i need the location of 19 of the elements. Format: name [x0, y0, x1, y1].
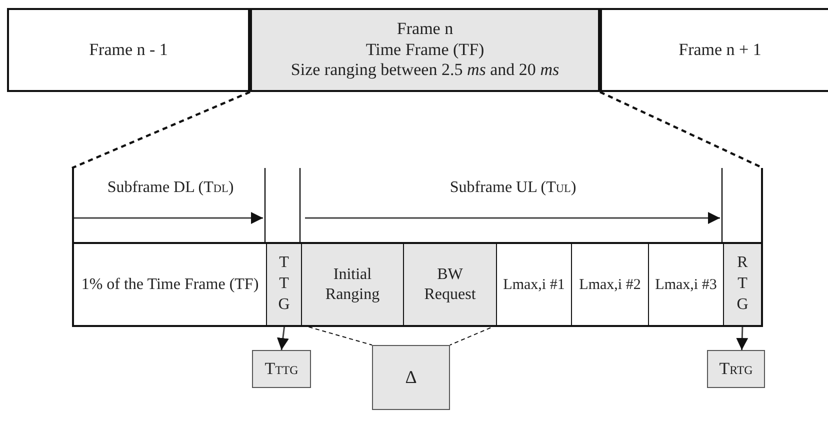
slot-cell: Lmax,i #3	[649, 242, 724, 325]
arrow	[736, 324, 748, 350]
gap-cell: T T G	[267, 242, 302, 325]
slot-cell: BW Request	[404, 242, 497, 325]
frame-size-note: Size ranging between 2.5 ms and 20 ms	[290, 60, 560, 81]
slot-cell: Lmax,i #2	[572, 242, 649, 325]
slot-cell: 1% of the Time Frame (TF)	[74, 242, 267, 325]
frame-cell: Frame n - 1	[7, 8, 250, 92]
slot-cell: Lmax,i #1	[497, 242, 572, 325]
frame-title: Frame n	[396, 19, 454, 40]
frame-cell: Frame n + 1	[600, 8, 828, 92]
frame-cell	[250, 8, 600, 92]
gap-cell: R T G	[724, 242, 761, 325]
slot-cell: Initial Ranging	[302, 242, 404, 325]
frame-subtitle: Time Frame (TF)	[366, 40, 484, 60]
dashed-connector	[72, 90, 250, 170]
delta-box: Δ	[372, 345, 450, 410]
arrow	[276, 324, 289, 350]
frame-expansion-box	[72, 168, 763, 327]
